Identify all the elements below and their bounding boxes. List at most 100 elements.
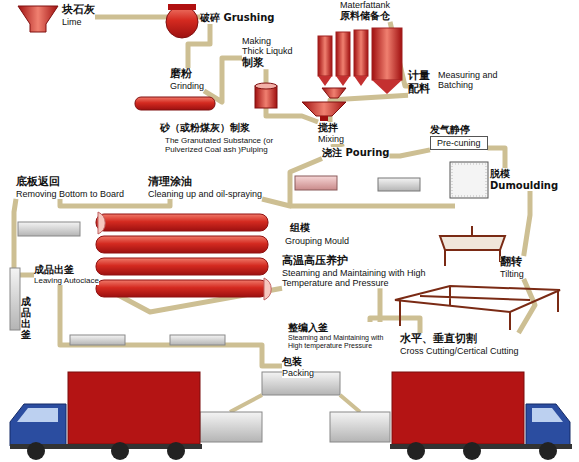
- wheel: [463, 442, 481, 460]
- step-caption: 制浆: [242, 57, 264, 70]
- crusher-drum: [166, 6, 198, 38]
- step-caption: Cleaning up and oil-spraying: [148, 189, 262, 199]
- process-step: 块石灰Lime: [62, 4, 95, 27]
- crusher-top: [168, 4, 196, 10]
- truck-window: [17, 408, 58, 422]
- lime-hopper: [18, 6, 58, 32]
- step-label: 块石灰: [62, 4, 95, 17]
- process-step: 破碎 Grushing: [200, 12, 275, 24]
- process-step: 发气静停Pre-cuning: [430, 124, 488, 150]
- process-step: 翻转Tilting: [500, 256, 524, 279]
- process-step: 脱模 Dumoulding: [490, 168, 579, 191]
- note-label: 组模: [290, 222, 310, 234]
- autoclave: [96, 280, 268, 297]
- cutting-machine: [395, 286, 560, 330]
- process-step: 包装Packing: [282, 356, 314, 378]
- step-label: 包装: [282, 356, 302, 368]
- process-step: Making Thick Liqukd制浆: [242, 36, 294, 69]
- tilting-frame: [440, 226, 505, 266]
- silo: [354, 30, 368, 76]
- step-caption: Pre-cuning: [430, 136, 488, 150]
- cart: [70, 335, 125, 345]
- pipe-connector: [524, 191, 530, 256]
- step-caption: 原料储备仓: [340, 10, 390, 22]
- truck: [390, 372, 572, 460]
- process-step: 磨粉Grinding: [170, 68, 204, 91]
- pipe-connector: [14, 199, 34, 275]
- truck-box: [68, 372, 200, 444]
- autoclave: [96, 258, 268, 275]
- process-step: 成品出釜Leaving Autociace: [34, 264, 99, 285]
- slurry-tank: [255, 83, 277, 108]
- pallet: [200, 412, 262, 442]
- note-label: The Granutated Substance (or Pulverized …: [165, 136, 300, 154]
- pipe-connector: [60, 199, 170, 206]
- process-step: 搅拌Mixing: [318, 122, 344, 144]
- process-step: 清理涂油Cleaning up and oil-spraying: [148, 176, 262, 199]
- wheel: [111, 442, 129, 460]
- wheel: [407, 442, 425, 460]
- measuring-hopper: [322, 88, 346, 98]
- cutting-frame: [400, 286, 558, 330]
- step-label: 搅拌: [318, 122, 338, 134]
- step-caption: Measuring and Batching: [438, 70, 508, 91]
- note-label: Grouping Mould: [285, 236, 349, 246]
- wheel: [539, 442, 557, 460]
- pipe-connector: [389, 150, 430, 156]
- cart: [10, 268, 20, 330]
- step-label: 发气静停: [430, 124, 470, 136]
- step-label: Making Thick Liqukd: [242, 36, 294, 57]
- step-label: 破碎 Grushing: [200, 12, 275, 24]
- tank-top: [255, 83, 277, 89]
- wheel: [27, 442, 45, 460]
- step-caption: Grinding: [170, 81, 204, 91]
- pipe-connector: [519, 279, 535, 333]
- mixer-outlet: [320, 116, 328, 121]
- moulds: [295, 162, 488, 198]
- scale-funnel: [322, 88, 346, 98]
- cart: [170, 335, 225, 345]
- silo: [372, 28, 402, 80]
- step-caption: Leaving Autociace: [34, 276, 99, 285]
- step-caption: Cross Cutting/Certical Cutting: [400, 346, 519, 356]
- carts: [10, 222, 225, 345]
- pipe-connector: [488, 148, 505, 168]
- demould-block: [450, 162, 488, 198]
- pipe-connector: [378, 288, 383, 322]
- note-label: 成品出釜: [21, 296, 31, 340]
- truck-cab: [10, 404, 66, 446]
- mould: [378, 178, 420, 191]
- step-label: 高温高压养护: [282, 255, 348, 268]
- mill-cylinder: [135, 97, 215, 110]
- autoclave-door: [264, 278, 271, 300]
- step-label: 整编入釜: [288, 322, 328, 334]
- step-caption: Removing Bottom to Board: [16, 189, 124, 199]
- process-step: 水平、垂直切割Cross Cutting/Certical Cutting: [400, 333, 519, 356]
- step-caption: Steaming and Maintaining with High Tempe…: [282, 268, 432, 289]
- silos: [318, 28, 402, 94]
- step-label: 计量 配料: [408, 70, 434, 95]
- step-label: 磨粉: [170, 68, 192, 81]
- process-step: 浇注 Pouring: [322, 147, 389, 159]
- truck-box: [392, 372, 524, 444]
- truck: [10, 372, 202, 460]
- cart: [18, 222, 80, 236]
- step-caption: Lime: [62, 17, 82, 27]
- return-pipe: [290, 204, 455, 209]
- process-step: 底板返回Removing Bottom to Board: [16, 176, 124, 199]
- process-step: 整编入釜Steaming and Maintaining with High t…: [288, 322, 388, 350]
- mixer-funnel: [302, 102, 346, 116]
- step-caption: Packing: [282, 368, 314, 378]
- process-step: 高温高压养护Steaming and Maintaining with High…: [282, 255, 432, 288]
- mill: [135, 97, 215, 110]
- truck-cab: [526, 404, 570, 446]
- autoclave: [96, 236, 268, 253]
- autoclaves: [96, 212, 271, 300]
- step-label: 脱模 Dumoulding: [490, 168, 579, 191]
- mould: [295, 176, 337, 190]
- step-caption: Mixing: [318, 134, 344, 144]
- pallet: [330, 412, 390, 442]
- process-step: Materfattank原料储备仓: [340, 0, 390, 22]
- step-label: 翻转: [500, 256, 522, 269]
- process-step: 计量 配料Measuring and Batching: [408, 70, 508, 95]
